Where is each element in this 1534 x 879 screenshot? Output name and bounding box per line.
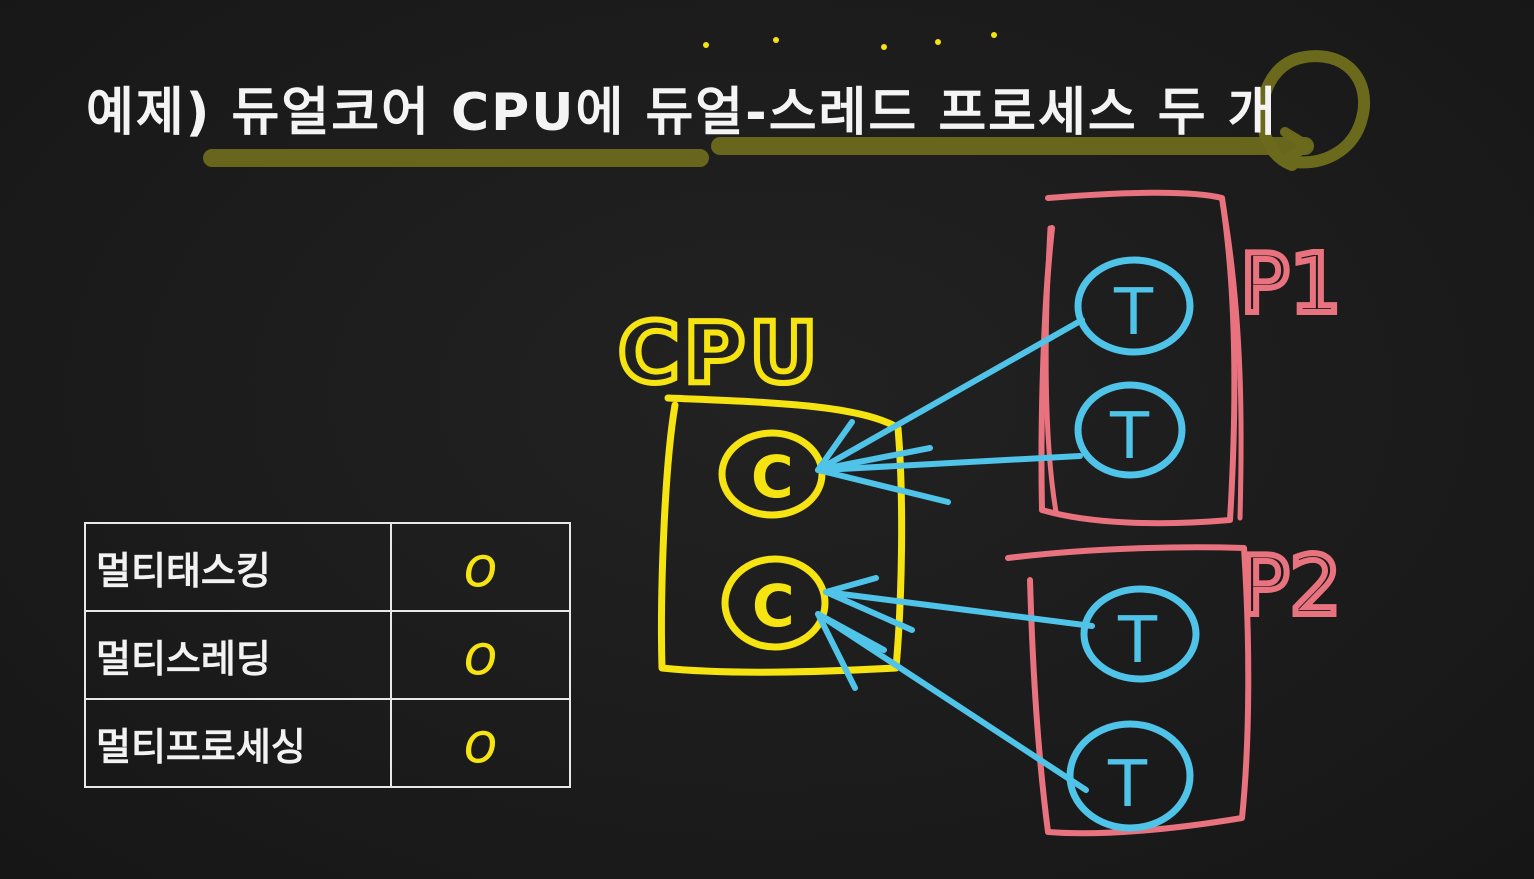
- thread-p2-2: T: [1066, 720, 1194, 832]
- emphasis-dots: [703, 32, 997, 50]
- process-box-p1-bracket: [1043, 195, 1244, 521]
- table-row: 멀티프로세싱 o: [84, 698, 571, 788]
- thread-label: T: [1107, 748, 1148, 822]
- row-label: 멀티태스킹: [84, 522, 392, 612]
- arrowhead-core-2: [815, 575, 915, 691]
- row-label: 멀티프로세싱: [84, 698, 392, 788]
- process-box-p1: [1038, 189, 1238, 527]
- core-label: C: [752, 572, 795, 640]
- title-highlight-arrowhead: [1280, 127, 1313, 165]
- thread-to-core-arrows: [815, 317, 1095, 793]
- thread-label: T: [1117, 604, 1158, 678]
- table-row: 멀티스레딩 o: [84, 610, 571, 700]
- title-highlight-circle: [1256, 50, 1371, 171]
- thread-p1-2: T: [1074, 381, 1186, 479]
- table-row: 멀티태스킹 o: [84, 522, 571, 612]
- slide-title: 예제) 듀얼코어 CPU에 듀얼-스레드 프로세스 두 개: [86, 83, 1278, 143]
- arrow-p2-t1-to-core-2: [823, 589, 1095, 629]
- core-label: C: [751, 443, 794, 511]
- process-box-p2: [1005, 544, 1252, 837]
- cpu-label: CPU: [618, 304, 821, 402]
- thread-p2-1: T: [1080, 585, 1200, 683]
- process-label-p2: P2: [1240, 539, 1342, 634]
- process-label-p1: P1: [1240, 237, 1342, 332]
- row-mark: o: [390, 522, 571, 612]
- row-mark: o: [390, 698, 571, 788]
- thread-label: T: [1109, 400, 1150, 474]
- row-mark: o: [390, 610, 571, 700]
- arrowhead-core-1: [815, 419, 951, 505]
- arrow-p2-t2-to-core-2: [815, 611, 1089, 793]
- core-1: C: [718, 429, 826, 519]
- core-2: C: [721, 555, 829, 651]
- summary-table: 멀티태스킹 o 멀티스레딩 o 멀티프로세싱 o: [84, 522, 571, 788]
- thread-label: T: [1113, 276, 1154, 350]
- arrow-p1-t1-to-core-1: [815, 317, 1085, 473]
- arrow-p1-t2-to-core-1: [819, 453, 1083, 473]
- row-label: 멀티스레딩: [84, 610, 392, 700]
- thread-p1-1: T: [1074, 256, 1194, 356]
